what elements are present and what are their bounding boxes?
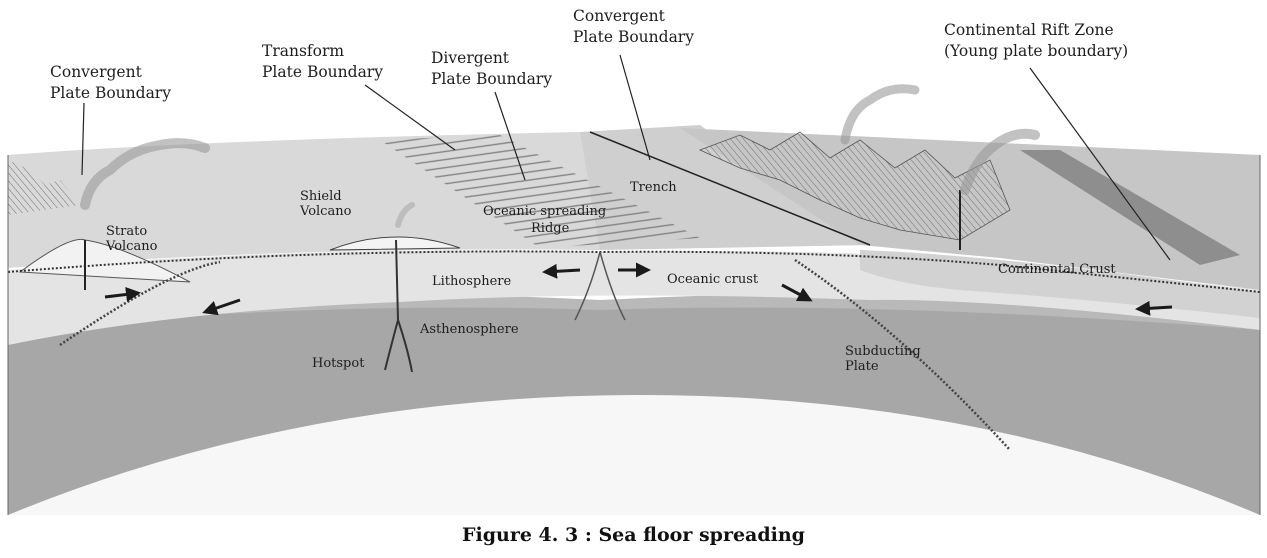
label-convergent-left-line2: Plate Boundary: [50, 83, 171, 104]
label-strato-volcano-line2: Volcano: [106, 239, 157, 254]
label-convergent-top-line1: Convergent: [573, 6, 694, 27]
label-transform-line1: Transform: [262, 41, 383, 62]
label-shield-volcano-line1: Shield: [300, 189, 351, 204]
label-convergent-left: Convergent Plate Boundary: [50, 62, 171, 104]
label-oceanic-crust: Oceanic crust: [667, 272, 758, 287]
mountain-smoke: [845, 89, 915, 140]
label-continental-crust: Continental Crust: [998, 262, 1116, 277]
label-strato-volcano-line1: Strato: [106, 224, 157, 239]
label-shield-volcano-line2: Volcano: [300, 204, 351, 219]
label-subducting-plate-line2: Plate: [845, 359, 921, 374]
label-trench: Trench: [630, 180, 677, 195]
arrow-rift: [1138, 307, 1172, 309]
label-rift-zone-line2: (Young plate boundary): [944, 41, 1128, 62]
arrow-ridge-left: [545, 270, 580, 272]
label-subducting-plate-line1: Subducting: [845, 344, 921, 359]
label-rift-zone-line1: Continental Rift Zone: [944, 20, 1128, 41]
label-convergent-top: Convergent Plate Boundary: [573, 6, 694, 48]
label-lithosphere: Lithosphere: [432, 274, 511, 289]
label-asthenosphere: Asthenosphere: [420, 322, 519, 337]
label-strato-volcano: Strato Volcano: [106, 224, 157, 254]
label-ridge: Ridge: [531, 221, 569, 236]
label-divergent: Divergent Plate Boundary: [431, 48, 552, 90]
label-transform: Transform Plate Boundary: [262, 41, 383, 83]
label-transform-line2: Plate Boundary: [262, 62, 383, 83]
label-hotspot: Hotspot: [312, 356, 364, 371]
label-divergent-line2: Plate Boundary: [431, 69, 552, 90]
label-rift-zone: Continental Rift Zone (Young plate bound…: [944, 20, 1128, 62]
label-convergent-left-line1: Convergent: [50, 62, 171, 83]
label-shield-volcano: Shield Volcano: [300, 189, 351, 219]
label-convergent-top-line2: Plate Boundary: [573, 27, 694, 48]
label-divergent-line1: Divergent: [431, 48, 552, 69]
label-subducting-plate: Subducting Plate: [845, 344, 921, 374]
label-oceanic-spreading: Oceanic spreading: [483, 204, 606, 219]
figure-caption: Figure 4. 3 : Sea floor spreading: [0, 524, 1267, 546]
